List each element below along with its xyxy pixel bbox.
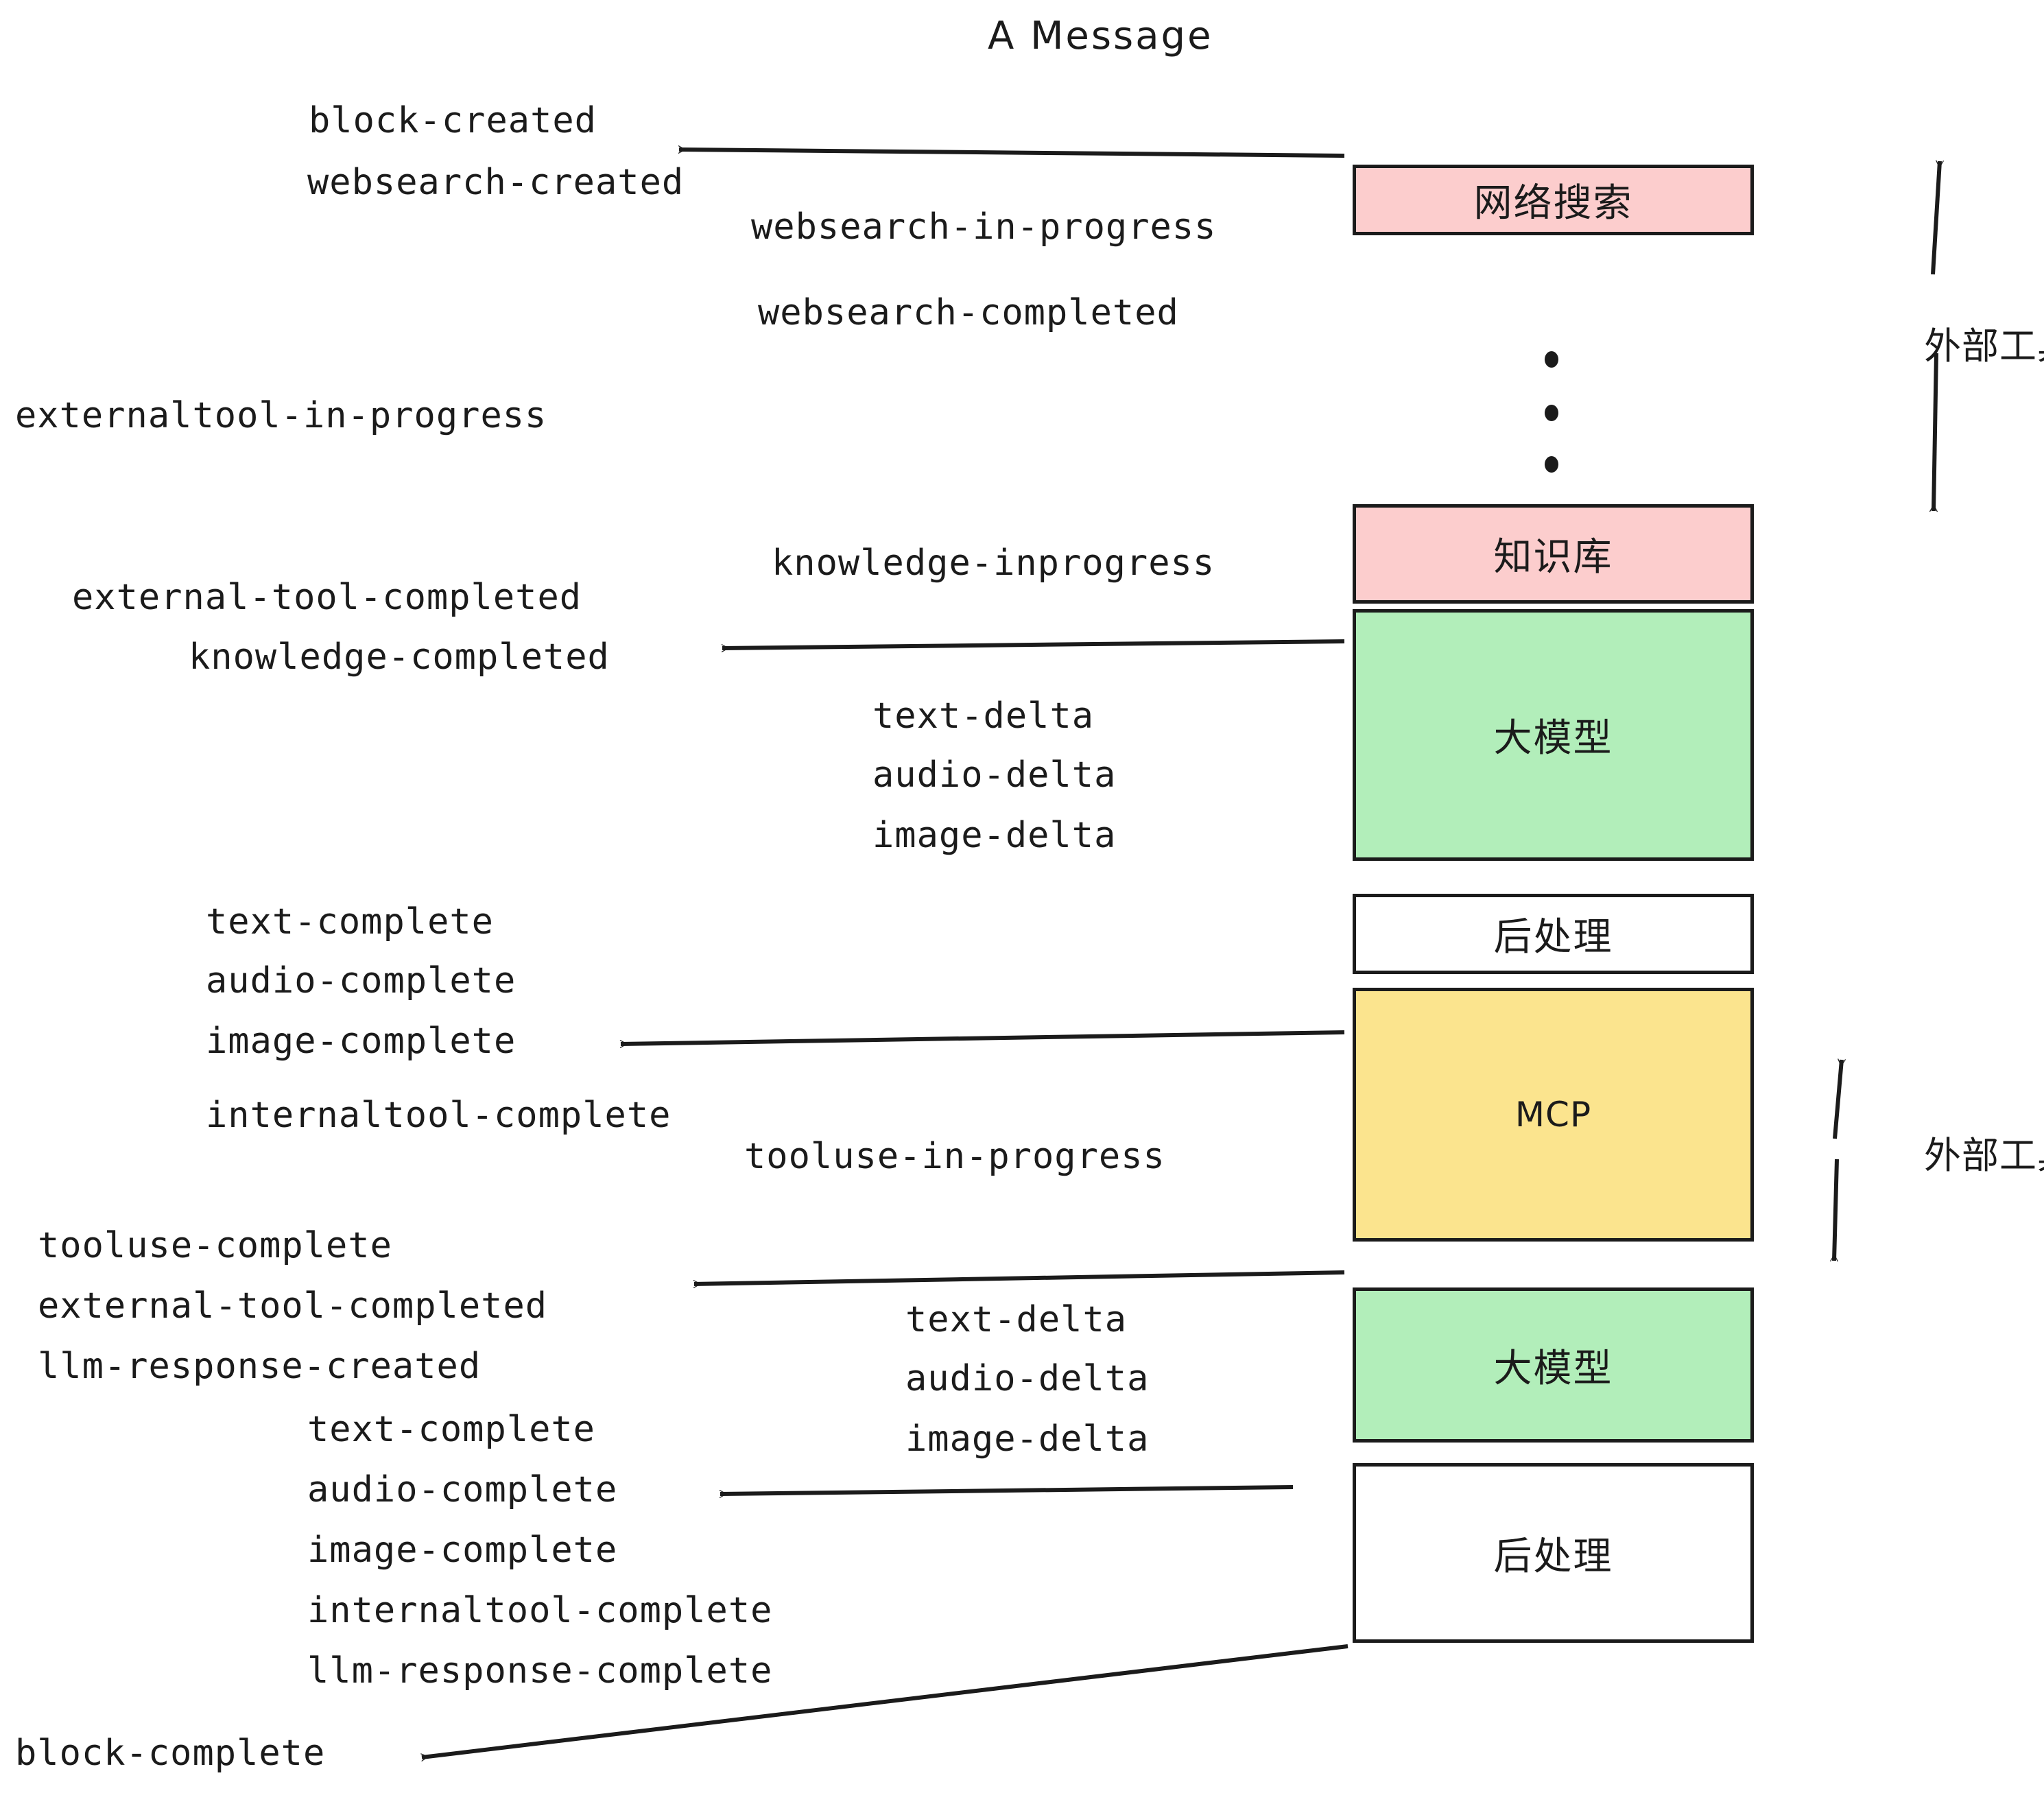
event-label-text-delta-2: text-delta [905,1299,1128,1340]
event-label-llm-response-created: llm-response-created [38,1346,482,1387]
connector-arrow-knowledge-done [722,639,1345,648]
event-label-external-tool-completed-1: external-tool-completed [72,577,582,618]
stage-box-llm-2: 大模型 [1353,1287,1754,1443]
event-label-image-delta-1: image-delta [872,815,1117,856]
event-label-tooluse-complete: tooluse-complete [38,1225,392,1266]
stage-box-postprocess-1: 后处理 [1353,894,1754,974]
connector-external-tools-up-2 [1833,1060,1842,1139]
event-label-image-complete-2: image-complete [307,1530,618,1571]
event-label-websearch-in-progress: websearch-in-progress [751,206,1217,248]
event-label-internaltool-complete-1: internaltool-complete [206,1095,672,1136]
event-label-image-complete-1: image-complete [206,1021,516,1062]
page-title: A Message [988,14,1213,58]
event-label-audio-delta-2: audio-delta [905,1358,1150,1399]
event-label-audio-complete-2: audio-complete [307,1469,618,1510]
connector-external-tools-down [1934,353,1938,511]
event-label-block-created: block-created [309,100,597,141]
connector-external-tools-down-2 [1834,1159,1839,1261]
event-label-externaltool-in-progress: externaltool-in-progress [15,395,547,436]
event-label-text-complete-1: text-complete [206,901,494,942]
side-label-external-tools-top: 外部工具 [1924,324,2044,368]
ellipsis-dot-3 [1545,456,1558,473]
event-label-text-delta-1: text-delta [872,696,1095,737]
event-label-audio-delta-1: audio-delta [872,755,1117,796]
event-label-llm-response-complete: llm-response-complete [307,1650,773,1692]
event-label-knowledge-inprogress: knowledge-inprogress [772,543,1215,584]
event-label-block-complete: block-complete [15,1733,326,1774]
event-label-tooluse-in-progress: tooluse-in-progress [744,1136,1165,1177]
connector-arrow-audio-complete [720,1485,1294,1494]
side-label-external-tools-bottom: 外部工具 [1924,1134,2044,1177]
event-label-websearch-created: websearch-created [307,162,685,203]
event-label-audio-complete-1: audio-complete [206,960,516,1001]
stage-box-postprocess-2: 后处理 [1353,1463,1754,1643]
connector-arrow-image-complete [621,1030,1345,1044]
connector-arrow-block-created [679,150,1345,158]
connector-arrow-block-complete [422,1644,1348,1757]
event-label-internaltool-complete-2: internaltool-complete [307,1590,773,1631]
ellipsis-dot-2 [1545,405,1558,421]
event-label-text-complete-2: text-complete [307,1409,595,1450]
stage-box-mcp: MCP [1353,988,1754,1242]
connector-external-tools-up [1931,161,1940,275]
stage-box-llm-1: 大模型 [1353,609,1754,861]
stage-box-websearch: 网络搜索 [1353,165,1754,235]
connector-arrow-tooluse-complete [694,1270,1345,1284]
event-label-websearch-completed: websearch-completed [758,292,1179,333]
event-label-external-tool-completed-2: external-tool-completed [38,1285,548,1327]
ellipsis-dot-1 [1545,351,1558,368]
stage-box-knowledge: 知识库 [1353,504,1754,604]
event-label-knowledge-completed: knowledge-completed [189,637,610,678]
event-label-image-delta-2: image-delta [905,1419,1150,1460]
